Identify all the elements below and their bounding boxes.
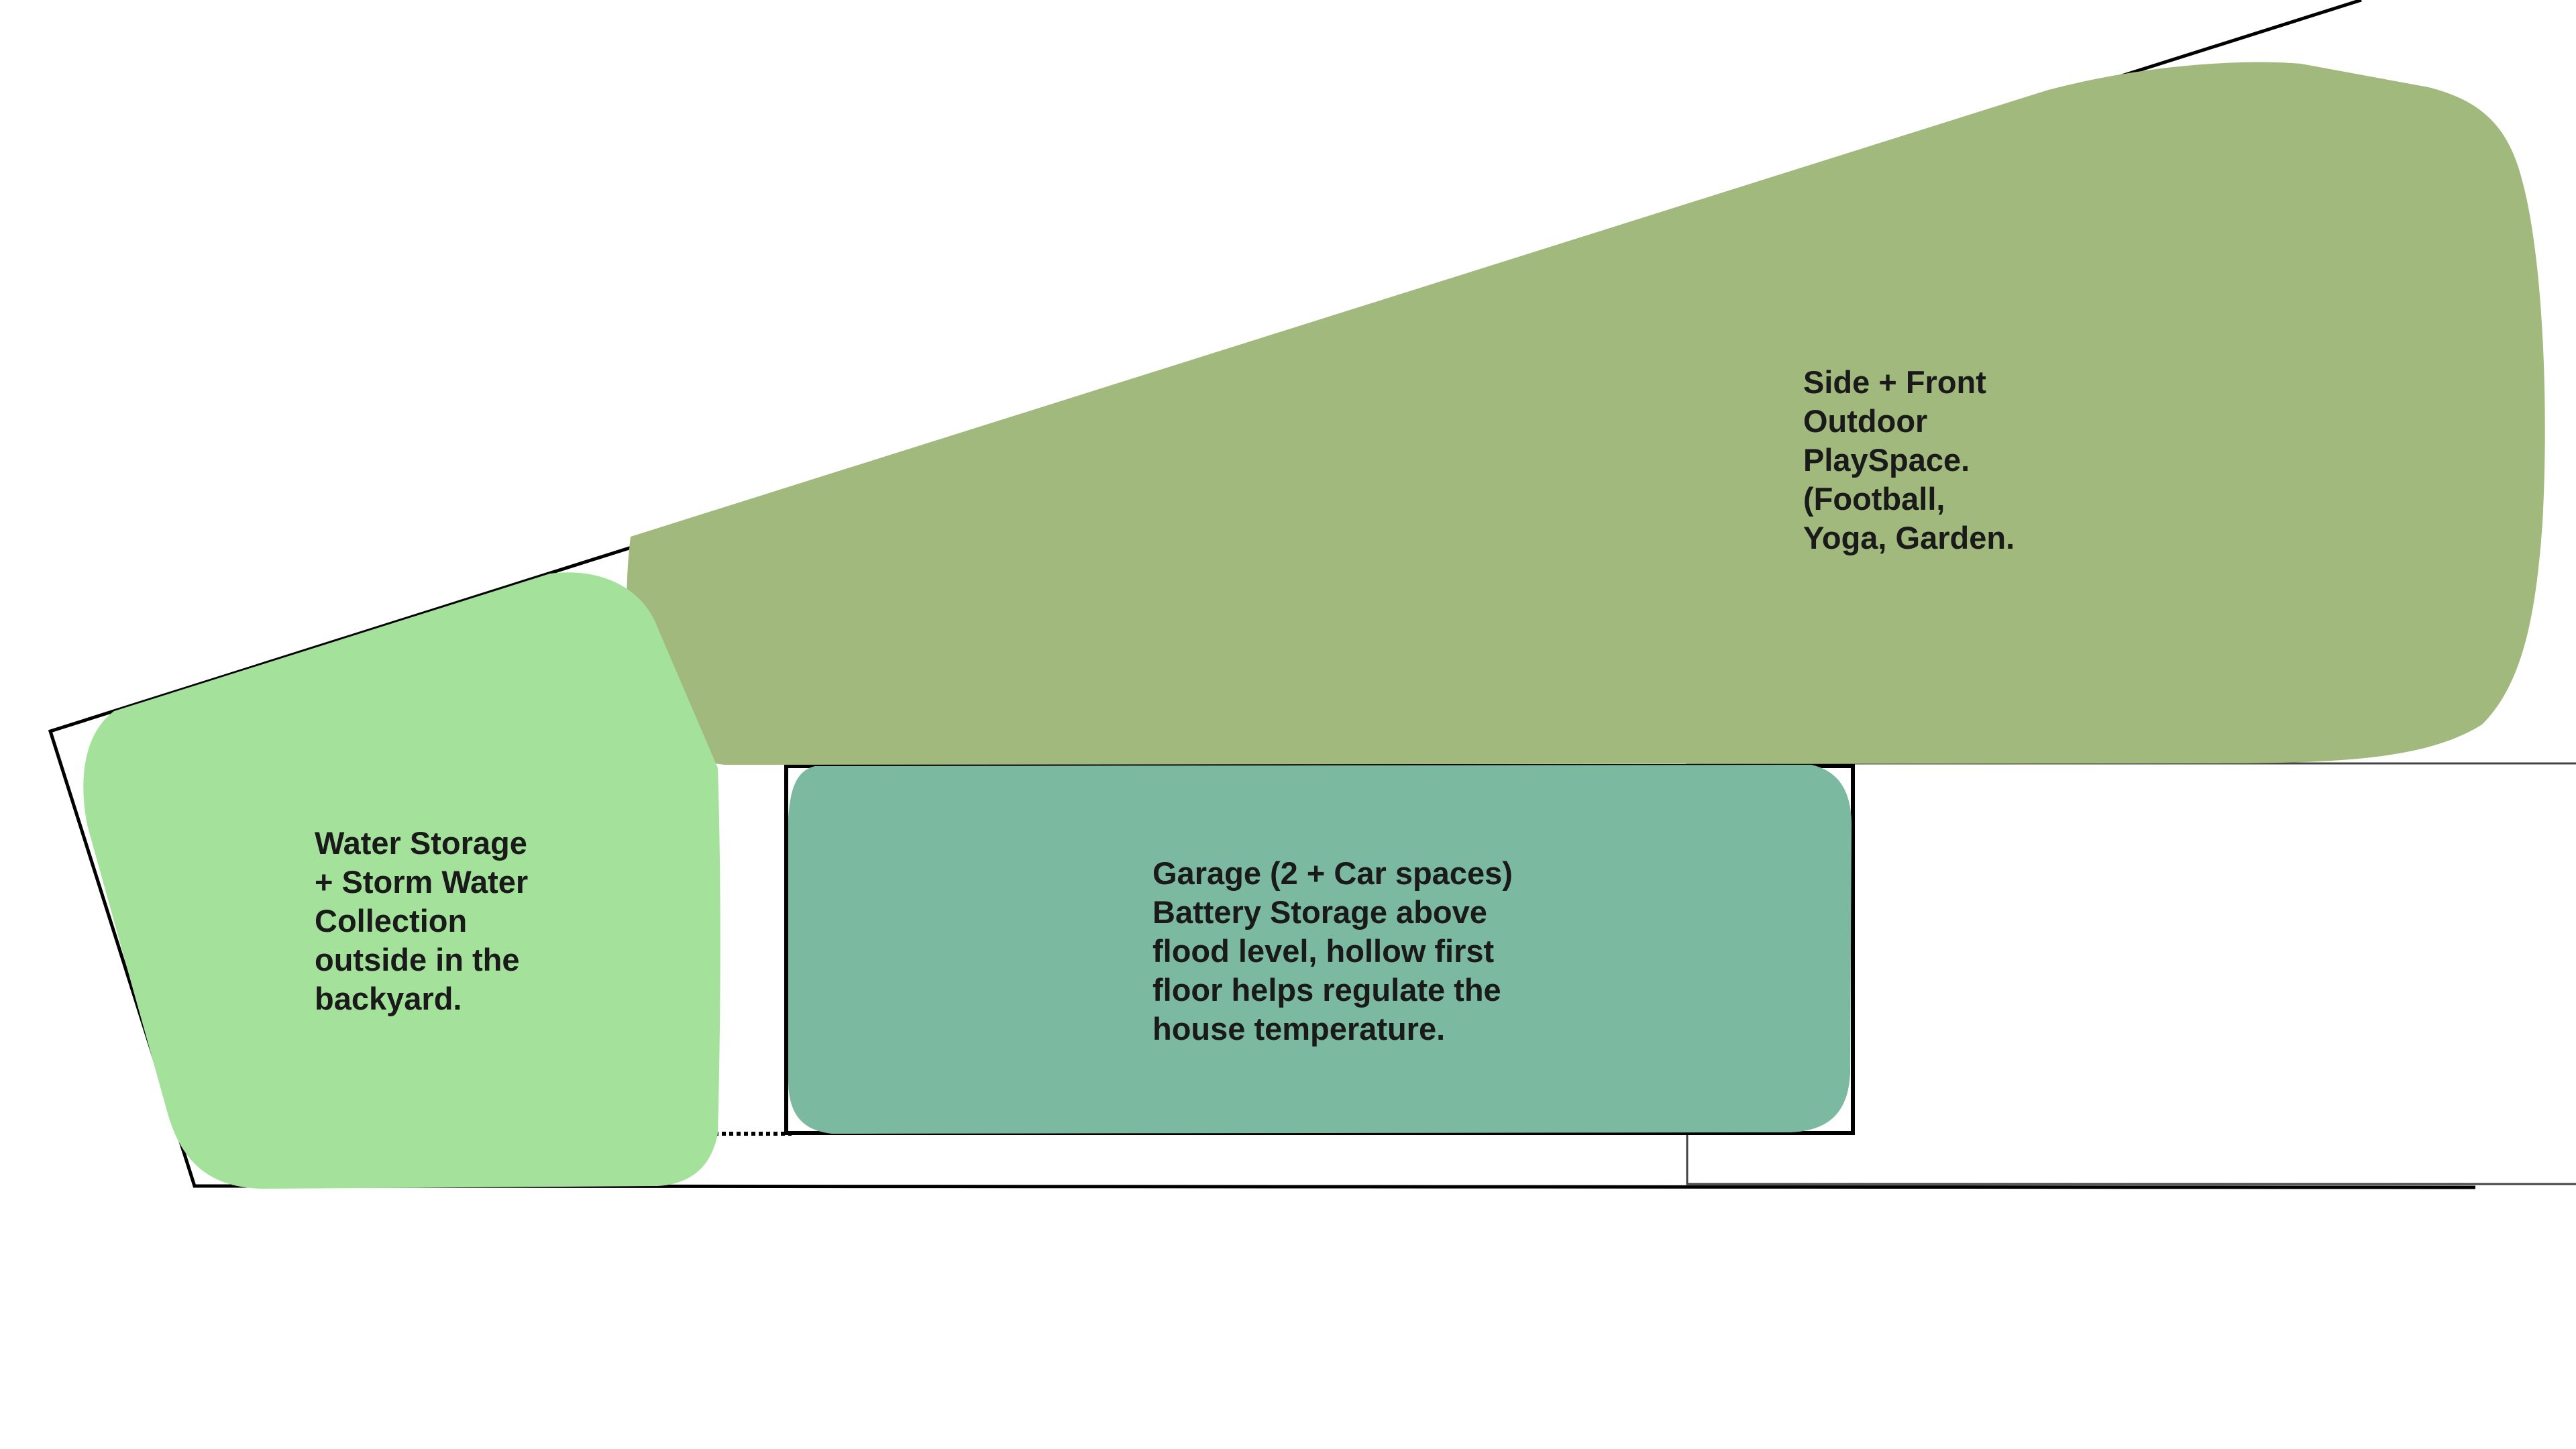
playspace-label-line: Side + Front [1803, 364, 1986, 400]
garage-label-line: Battery Storage above [1152, 894, 1487, 930]
water-storage-label-line: backyard. [315, 981, 462, 1016]
water-storage-label-line: + Storm Water [315, 864, 529, 900]
water-storage-zone [83, 572, 720, 1189]
garage-label-line: floor helps regulate the [1152, 972, 1501, 1008]
water-storage-label-line: Collection [315, 903, 468, 938]
garage-label: Garage (2 + Car spaces) Battery Storage … [1152, 854, 1513, 1049]
playspace-label-line: Outdoor [1803, 403, 1928, 439]
playspace-label-line: (Football, [1803, 481, 1945, 517]
playspace-label-line: Yoga, Garden. [1803, 520, 2015, 555]
playspace-label-line: PlaySpace. [1803, 442, 1970, 478]
garage-zone [788, 765, 1851, 1134]
water-storage-label: Water Storage + Storm Water Collection o… [315, 824, 528, 1018]
garage-label-line: house temperature. [1152, 1011, 1446, 1046]
playspace-zone [627, 62, 2545, 765]
water-storage-label-line: Water Storage [315, 825, 527, 861]
garage-label-line: Garage (2 + Car spaces) [1152, 855, 1513, 891]
water-storage-label-line: outside in the [315, 942, 520, 977]
playspace-label: Side + Front Outdoor PlaySpace. (Footbal… [1803, 363, 2015, 557]
garage-label-line: flood level, hollow first [1152, 933, 1495, 969]
